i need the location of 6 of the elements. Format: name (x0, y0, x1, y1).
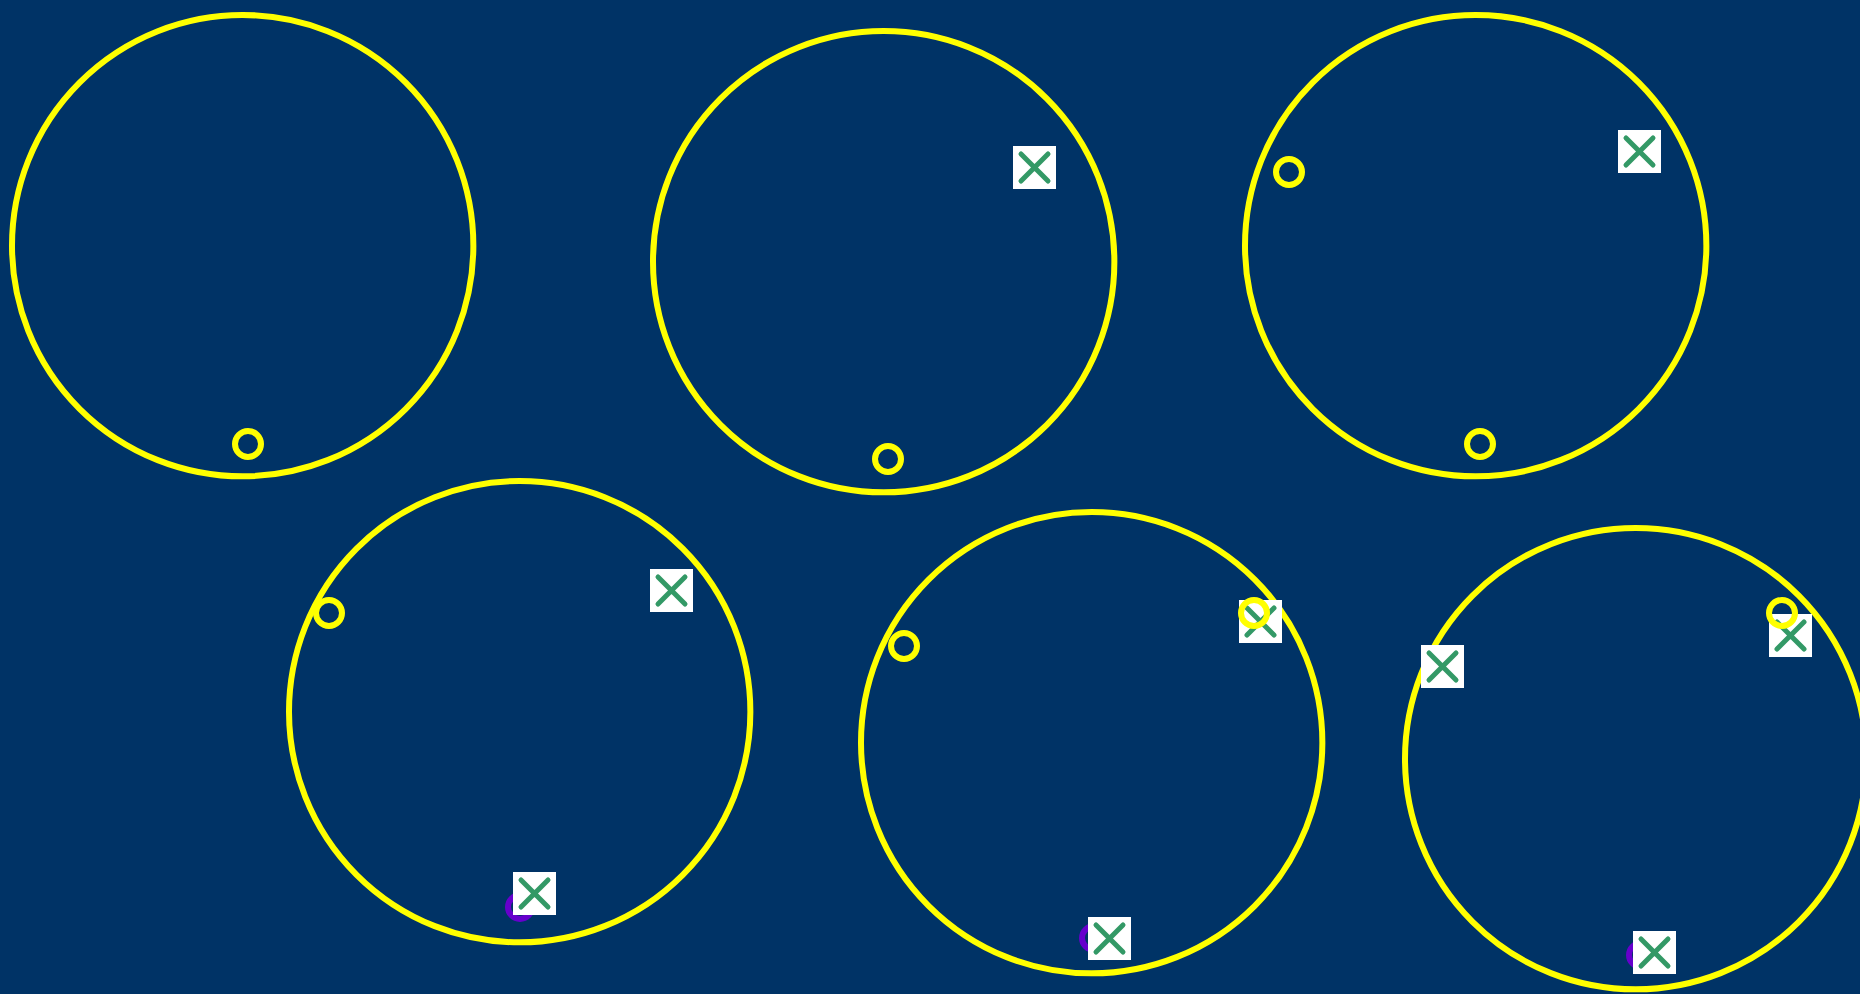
circle-outline (285, 478, 754, 946)
circle-outline (9, 11, 477, 480)
circle-outline (1402, 525, 1860, 993)
circle-outline (857, 508, 1325, 977)
circle-outline (650, 28, 1118, 496)
circle-outline (1241, 11, 1710, 480)
